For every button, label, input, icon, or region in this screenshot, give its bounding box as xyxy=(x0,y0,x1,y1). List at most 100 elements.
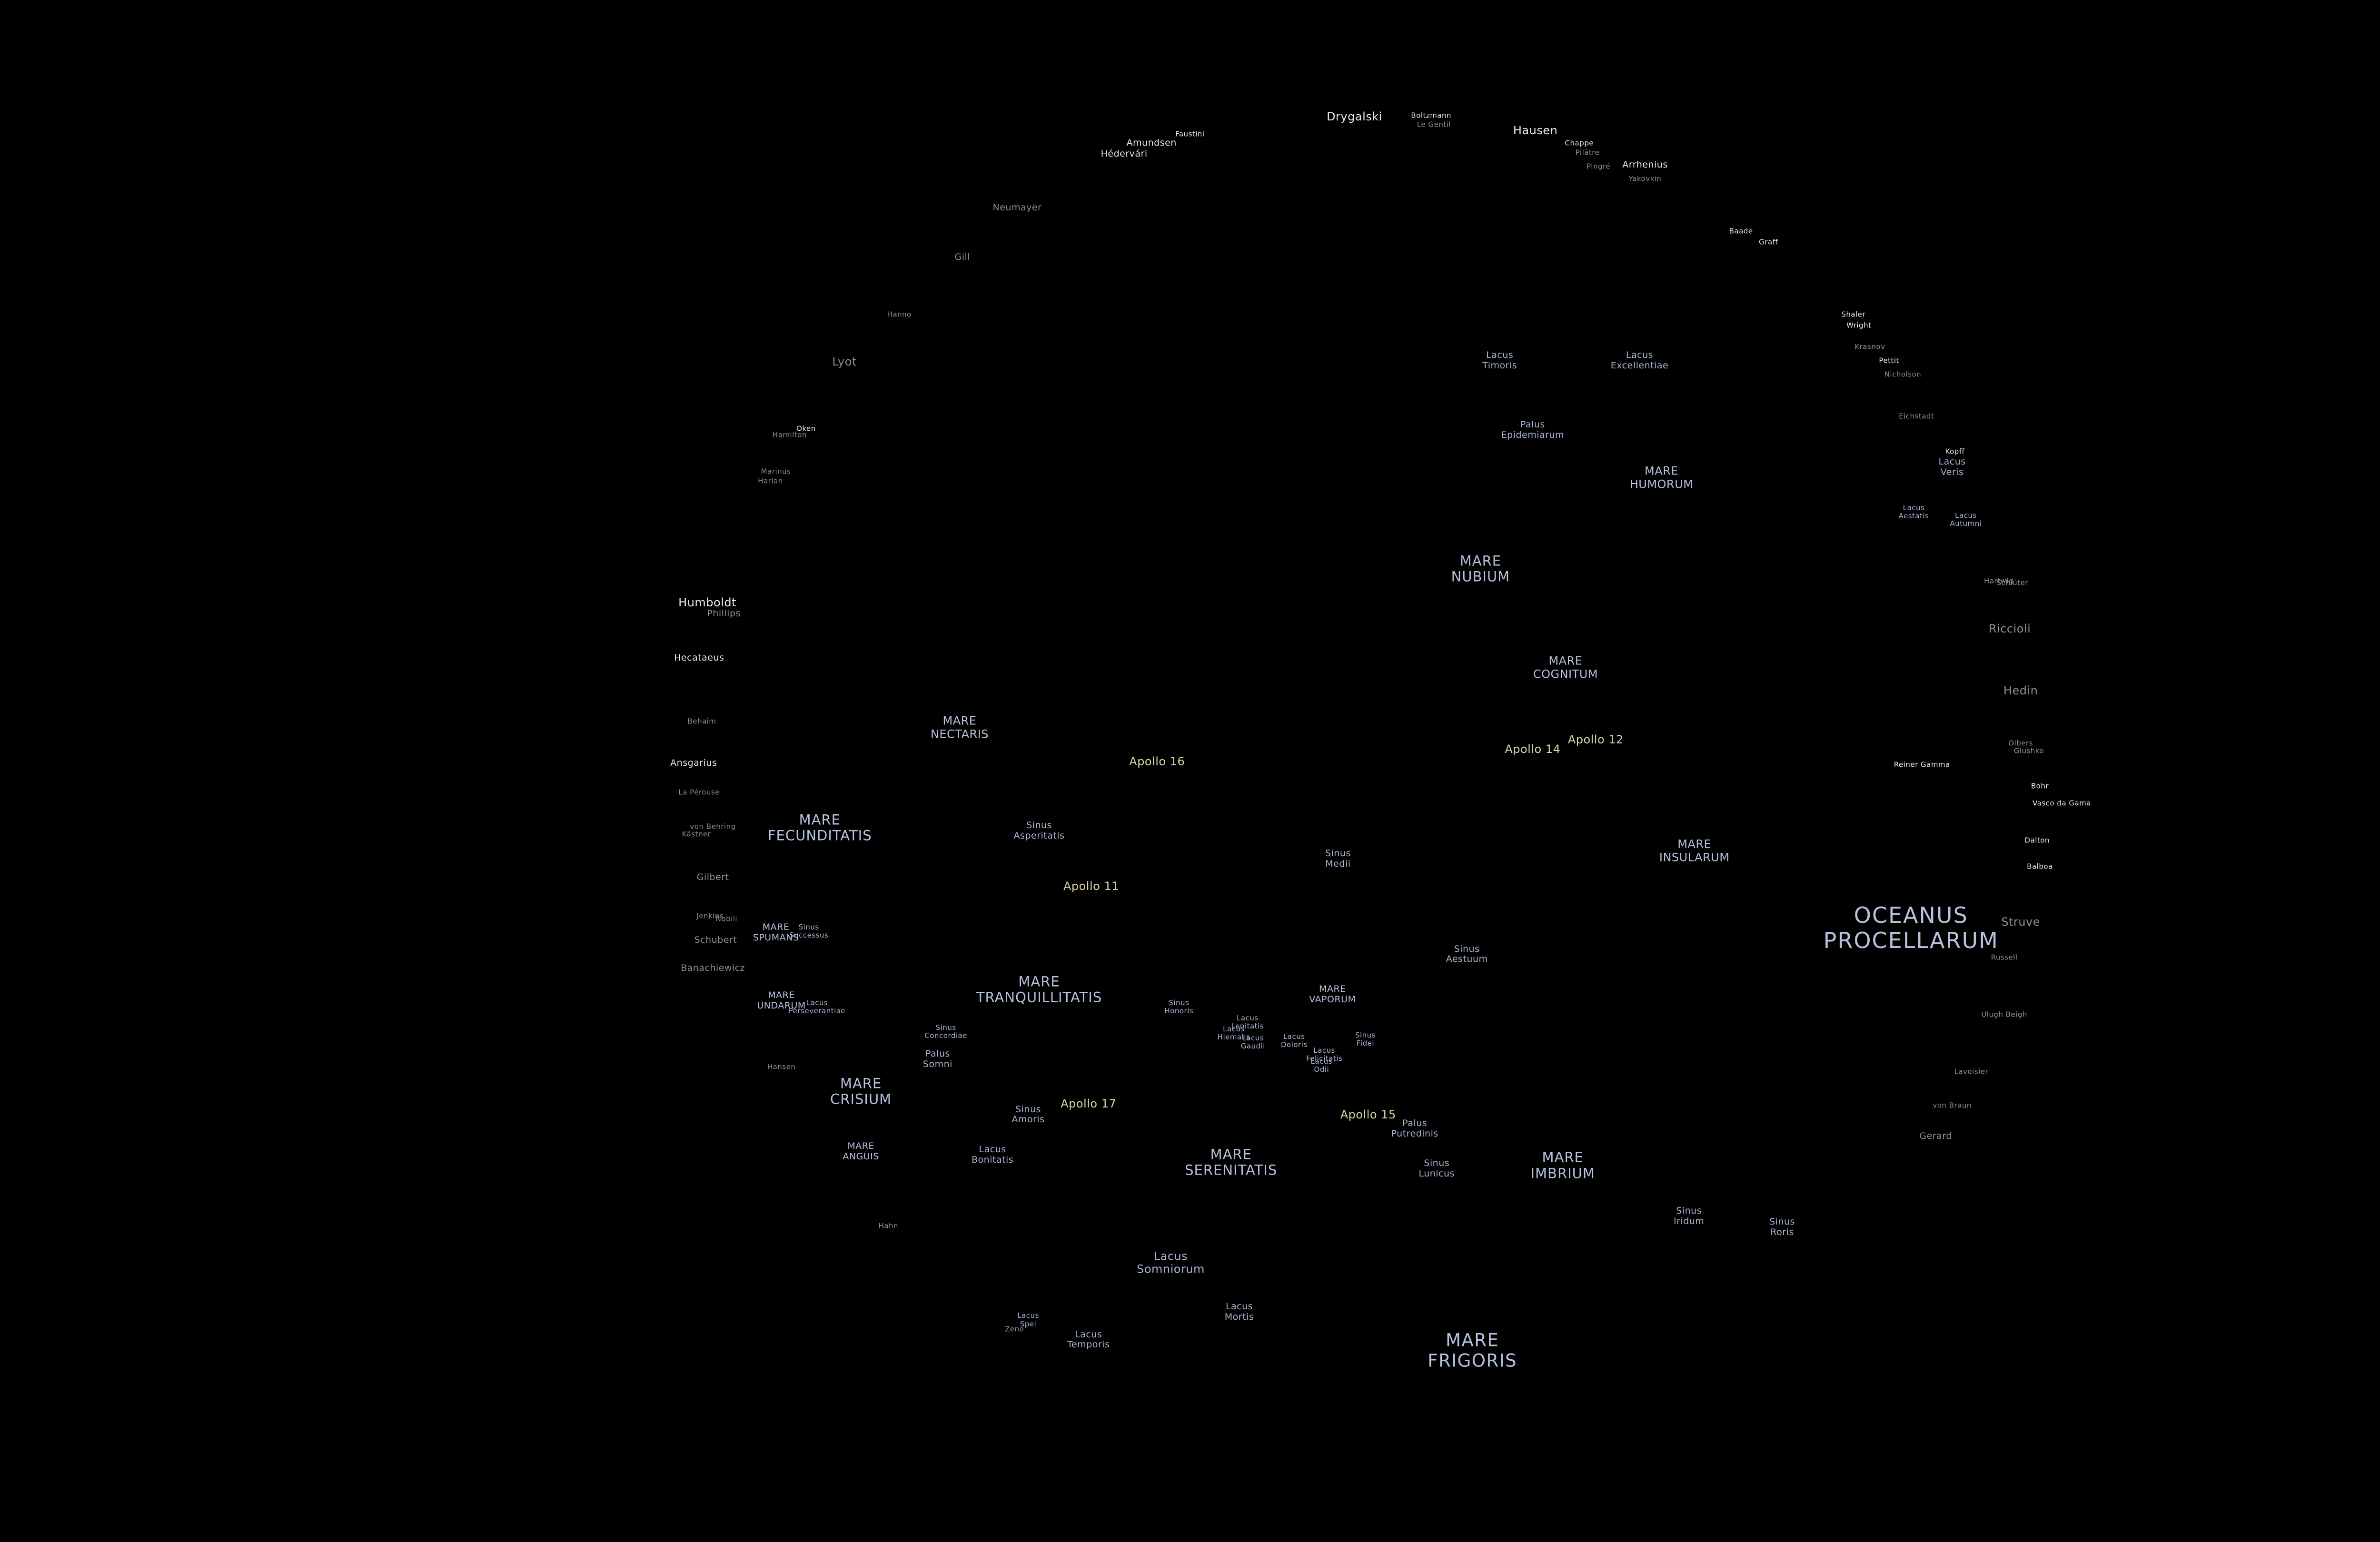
map-label: Oken xyxy=(796,424,816,433)
map-label: Pilâtre xyxy=(1575,148,1600,157)
map-label: Lacus Gaudii xyxy=(1240,1033,1265,1051)
map-label: Lacus Excellentiae xyxy=(1610,350,1669,371)
map-label: Lacus Felicitatis xyxy=(1306,1046,1343,1063)
map-label: Graff xyxy=(1759,237,1778,247)
map-label: Lacus Hiemalis xyxy=(1217,1024,1250,1041)
map-label: Nicholson xyxy=(1884,370,1922,379)
map-label: Lacus Odii xyxy=(1310,1057,1333,1074)
map-label: Eichstadt xyxy=(1899,412,1934,421)
map-label: Sinus Concordiae xyxy=(924,1023,967,1040)
map-label: Neumayer xyxy=(992,202,1042,213)
map-label: Ulugh Beigh xyxy=(1981,1010,2027,1019)
map-label: Harlan xyxy=(758,476,783,485)
map-label: Apollo 12 xyxy=(1567,733,1624,747)
map-label: Apollo 14 xyxy=(1505,742,1561,756)
map-label: Phillips xyxy=(707,608,741,619)
map-label: Kopff xyxy=(1945,447,1965,456)
map-label: Nobili xyxy=(715,914,738,923)
map-label: Hedin xyxy=(2003,683,2038,697)
map-label: Lacus Lenitatis xyxy=(1231,1013,1264,1031)
map-label: Hanno xyxy=(887,310,912,319)
map-label: Palus Putredinis xyxy=(1391,1117,1438,1139)
map-label: von Behring xyxy=(690,822,736,830)
map-label: Marinus xyxy=(761,467,791,476)
map-label: Lacus Doloris xyxy=(1280,1032,1308,1049)
map-label: Lacus Aestatis xyxy=(1898,503,1929,520)
map-label: MARE UNDARUM xyxy=(757,989,806,1011)
map-label: MARE NUBIUM xyxy=(1451,553,1510,585)
map-label: OCEANUS PROCELLARUM xyxy=(1823,902,1999,954)
map-label: Sinus Lunicus xyxy=(1418,1158,1455,1179)
map-label: Hausen xyxy=(1513,124,1558,138)
map-label: MARE NECTARIS xyxy=(930,714,989,741)
map-label: Bohr xyxy=(2031,781,2049,791)
map-label: MARE FECUNDITATIS xyxy=(767,811,872,844)
map-label: Drygalski xyxy=(1327,110,1382,124)
map-label: Kästner xyxy=(682,830,711,839)
map-label: Faustini xyxy=(1175,129,1205,138)
map-label: MARE ANGUIS xyxy=(843,1141,879,1162)
map-label: Riccioli xyxy=(1988,622,2031,636)
map-label: Humboldt xyxy=(678,596,737,610)
map-label: Krasnov xyxy=(1854,342,1885,351)
map-label: Boltzmann xyxy=(1411,111,1452,120)
map-label: Sinus Amoris xyxy=(1012,1104,1045,1125)
map-label: MARE HUMORUM xyxy=(1629,464,1694,491)
map-label: Dalton xyxy=(2024,836,2050,845)
map-label: Pingré xyxy=(1587,162,1611,171)
map-label: Lacus Spei xyxy=(1017,1311,1039,1328)
map-label: Lacus Mortis xyxy=(1224,1301,1254,1323)
map-label: Apollo 11 xyxy=(1063,880,1119,893)
map-label: MARE IMBRIUM xyxy=(1530,1149,1595,1182)
map-label: Vasco da Gama xyxy=(2033,799,2091,808)
map-label: Hahn xyxy=(878,1221,898,1230)
map-label: MARE FRIGORIS xyxy=(1428,1330,1517,1371)
map-label: Sinus Successus xyxy=(789,922,829,939)
map-label: Gilbert xyxy=(696,871,729,882)
map-label: Wright xyxy=(1846,321,1872,329)
map-label: Sinus Medii xyxy=(1325,848,1351,869)
map-label: Hansen xyxy=(767,1062,796,1071)
map-label: Sinus Asperitatis xyxy=(1013,820,1065,841)
map-label: Chappe xyxy=(1565,138,1594,148)
map-label: Pettit xyxy=(1879,356,1899,365)
map-label: Apollo 17 xyxy=(1061,1097,1117,1111)
map-label: MARE COGNITUM xyxy=(1533,654,1598,681)
map-label: Sinus Aestuum xyxy=(1446,943,1488,965)
map-label: Jenkins xyxy=(696,911,724,920)
map-label: Lacus Somniorum xyxy=(1137,1249,1205,1276)
map-label: MARE VAPORUM xyxy=(1309,983,1356,1005)
map-label: Arrhenius xyxy=(1622,159,1668,170)
map-label: Ansgarius xyxy=(670,757,717,768)
map-label: Hartwig xyxy=(1984,576,2014,585)
map-label: Lacus Temporis xyxy=(1067,1329,1110,1350)
map-label: Lavoisier xyxy=(1954,1067,1989,1076)
map-label: Sinus Honoris xyxy=(1164,998,1194,1015)
map-label: Reiner Gamma xyxy=(1894,760,1950,769)
map-label: Apollo 16 xyxy=(1129,754,1185,768)
map-label: Lacus Veris xyxy=(1938,456,1966,477)
map-label: Lyot xyxy=(832,355,857,369)
map-label: Palus Epidemiarum xyxy=(1501,419,1565,440)
map-label: MARE INSULARUM xyxy=(1659,837,1730,864)
map-label: Sinus Iridum xyxy=(1674,1206,1705,1227)
map-label: Baade xyxy=(1729,227,1753,236)
map-label: Hédervári xyxy=(1101,148,1148,159)
map-label: Lacus Timoris xyxy=(1482,350,1517,371)
map-label: Hamilton xyxy=(772,430,807,439)
map-label: MARE SPUMANS xyxy=(753,922,799,943)
map-label: La Pérouse xyxy=(678,788,720,797)
map-label: Balboa xyxy=(2027,862,2053,871)
map-label: Zeno xyxy=(1005,1325,1024,1334)
map-label: Palus Somni xyxy=(922,1048,952,1069)
map-label: Sinus Fidei xyxy=(1355,1030,1376,1048)
map-label: Glushko xyxy=(2013,746,2044,755)
map-label: MARE SERENITATIS xyxy=(1185,1146,1278,1178)
map-label: Lacus Autumni xyxy=(1950,511,1982,528)
map-label: Russell xyxy=(1991,953,2018,962)
map-label: Behaim xyxy=(687,717,716,726)
map-label: Gerard xyxy=(1919,1130,1952,1141)
map-label: MARE CRISIUM xyxy=(830,1075,892,1107)
